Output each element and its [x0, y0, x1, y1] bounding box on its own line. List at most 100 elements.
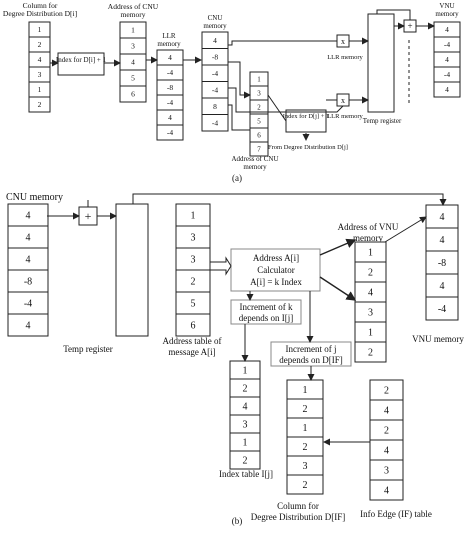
b-cnu-value: 4	[26, 233, 31, 244]
a-vnu-title-2: memory	[435, 10, 459, 18]
b-degree-value: 2	[303, 480, 308, 491]
b-addr-vnu-value: 2	[368, 348, 373, 359]
b-addr-vnu-title-2: memory	[353, 233, 383, 243]
b-calc-line-1: Address A[i]	[253, 253, 299, 263]
a-from-degree: From Degree Distribution D[j]	[268, 144, 348, 151]
a-llr-value: 4	[168, 53, 172, 62]
a-llr-cell	[156, 124, 184, 141]
a-cnu-value: 8	[213, 102, 217, 111]
b-index-value: 3	[243, 420, 248, 431]
a-degree-value: 4	[38, 55, 42, 64]
b-degree-cell	[286, 474, 324, 495]
b-addr-value: 3	[191, 233, 196, 244]
b-cnu-value: 4	[26, 321, 31, 332]
b-info-value: 2	[384, 426, 389, 437]
a-llr-value: -8	[167, 83, 173, 92]
b-arrow-addr-calc	[209, 256, 232, 276]
a-degree-value: 2	[38, 100, 42, 109]
a-vnu-cell	[433, 81, 461, 98]
a-vnu-value: 4	[445, 85, 449, 94]
a-degree-value: 1	[38, 85, 42, 94]
b-index-cell	[229, 450, 261, 470]
b-calc-line-3: A[i] = k Index	[250, 277, 302, 287]
a-index-label-2: Index for D[j] + 1	[283, 113, 330, 120]
b-cnu-value: 4	[26, 211, 31, 222]
b-addr-title-1: Address table of	[163, 336, 222, 346]
panel-a: Column for Degree Distribution D[i] 1243…	[3, 1, 461, 183]
b-vnu-title: VNU memory	[412, 334, 464, 344]
a-addr2-value: 7	[257, 145, 261, 153]
b-calc-line-2: Calculator	[257, 265, 295, 275]
a-temp-register-label: Temp register	[363, 117, 402, 125]
a-llr-title-1: LLR	[162, 32, 176, 40]
a-addr-value: 5	[131, 74, 135, 83]
b-info-value: 4	[384, 406, 389, 417]
a-cnu-value: -8	[212, 52, 218, 61]
b-cnu-cell	[7, 313, 49, 337]
b-index-value: 2	[243, 456, 248, 467]
b-addr-title-2: message A[i]	[168, 347, 215, 357]
b-incr-k-box	[230, 299, 302, 325]
a-addr2-title-2: memory	[243, 163, 267, 171]
b-cnu-column: 4 4 4 -8 -4 4	[7, 203, 49, 337]
b-caption: (b)	[232, 516, 243, 526]
b-addr-vnu-value: 3	[368, 308, 373, 319]
a-degree-title-1: Column for	[23, 1, 58, 10]
a-llr-value: -4	[167, 98, 173, 107]
b-vnu-value: -8	[438, 258, 446, 269]
a-addr-value: 3	[131, 42, 135, 51]
b-info-value: 2	[384, 386, 389, 397]
a-addr2-title-1: Address of CNU	[231, 155, 278, 163]
a-mult-symbol-top: x	[341, 37, 345, 46]
a-vnu-value: 4	[445, 55, 449, 64]
b-arrow-info-degree	[323, 414, 371, 446]
a-addr-value: 4	[131, 58, 135, 67]
b-info-value: 4	[384, 446, 389, 457]
a-degree-value: 2	[38, 40, 42, 49]
b-degree-value: 1	[303, 423, 308, 434]
a-degree-cell	[28, 96, 51, 113]
b-plus-symbol: +	[85, 209, 92, 223]
b-cnu-value: -4	[24, 299, 32, 310]
a-line-feedback	[376, 9, 411, 20]
panel-b: CNU memory 444-8-44 + Temp register 1332…	[6, 192, 464, 526]
a-line-cnu-lower	[228, 104, 250, 131]
a-addr-title-2: memory	[121, 10, 146, 19]
b-degree-title-1: Column for	[277, 501, 319, 511]
a-link-addr2-index	[267, 94, 287, 122]
a-temp-register	[367, 13, 395, 113]
b-vnu-column: 44-84-4	[425, 204, 459, 321]
b-degree-value: 1	[303, 385, 308, 396]
a-cnu-value: 4	[213, 36, 217, 45]
a-arrow-cnu-addr2	[228, 61, 251, 99]
a-vnu-title-1: VNU	[439, 2, 454, 10]
b-index-value: 1	[243, 366, 248, 377]
b-degree-title-2: Degree Distribution D[IF]	[251, 512, 345, 522]
a-llr-title-2: memory	[157, 40, 181, 48]
b-arrow-temp-vnu	[132, 193, 447, 206]
b-arrow-calc-addrvnu-1	[319, 238, 357, 256]
a-addr2-value: 6	[257, 131, 261, 139]
a-llr-value: 4	[168, 113, 172, 122]
a-vnu-value: -4	[444, 70, 450, 79]
b-addr-vnu-value: 1	[368, 248, 373, 259]
a-addr2-value: 1	[257, 75, 261, 83]
a-cnu-column: 4-8-4-48-4	[201, 31, 229, 132]
a-llr-value: -4	[167, 68, 173, 77]
a-index-text-2: Index for D[j] + 1	[283, 113, 330, 120]
b-info-value: 4	[384, 486, 389, 497]
b-addr-value: 5	[191, 299, 196, 310]
b-cnu-value: 4	[26, 255, 31, 266]
b-degree-value: 3	[303, 461, 308, 472]
b-vnu-value: -4	[438, 304, 446, 315]
a-llr-mem-label-2: LLR memory	[327, 113, 363, 120]
b-arrow-addrvnu-vnu	[384, 216, 427, 243]
b-cnu-value: -8	[24, 277, 32, 288]
a-cnu-value: -4	[212, 118, 218, 127]
b-addr-value: 1	[191, 211, 196, 222]
